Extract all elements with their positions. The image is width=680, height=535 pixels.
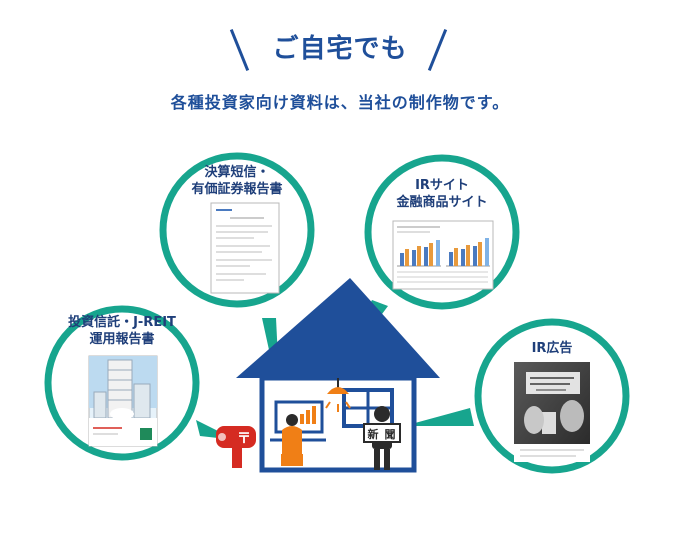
label-ir-ad: IR広告	[477, 340, 627, 357]
label-ir-site: IRサイト 金融商品サイト	[367, 177, 517, 211]
financial-report-document-thumbnail	[210, 202, 280, 294]
label-financial-reports: 決算短信・ 有価証券報告書	[162, 164, 312, 198]
person-reading-newspaper-icon: 新 聞	[363, 406, 401, 470]
house-icon	[236, 278, 440, 473]
label-ir-site-line1: IRサイト	[415, 178, 469, 193]
label-fund-reports-line1: 投資信託・J-REIT	[68, 315, 176, 330]
ir-ad-thumbnail	[514, 362, 590, 462]
fund-report-cover-thumbnail	[88, 355, 158, 447]
ir-site-chart-thumbnail	[392, 220, 494, 290]
newspaper	[363, 423, 401, 443]
label-financial-reports-line1: 決算短信・	[204, 165, 270, 180]
lamp-icon	[327, 387, 349, 394]
label-ir-site-line2: 金融商品サイト	[396, 195, 488, 210]
label-financial-reports-line2: 有価証券報告書	[191, 182, 283, 197]
page-subtitle: 各種投資家向け資料は、当社の制作物です。	[170, 93, 510, 112]
house-roof	[236, 278, 440, 378]
mailbox-mark: 〒	[237, 431, 251, 447]
label-fund-reports: 投資信託・J-REIT 運用報告書	[47, 314, 197, 348]
tail-ir-ad	[404, 408, 474, 426]
page-title: ご自宅でも	[272, 34, 408, 64]
mailbox-icon: 〒	[216, 426, 256, 468]
newspaper-char-1: 新	[368, 427, 379, 441]
person-at-computer-icon	[270, 400, 326, 466]
label-fund-reports-line2: 運用報告書	[89, 332, 155, 347]
newspaper-char-2: 聞	[385, 428, 396, 441]
label-ir-ad-line1: IR広告	[531, 341, 573, 356]
